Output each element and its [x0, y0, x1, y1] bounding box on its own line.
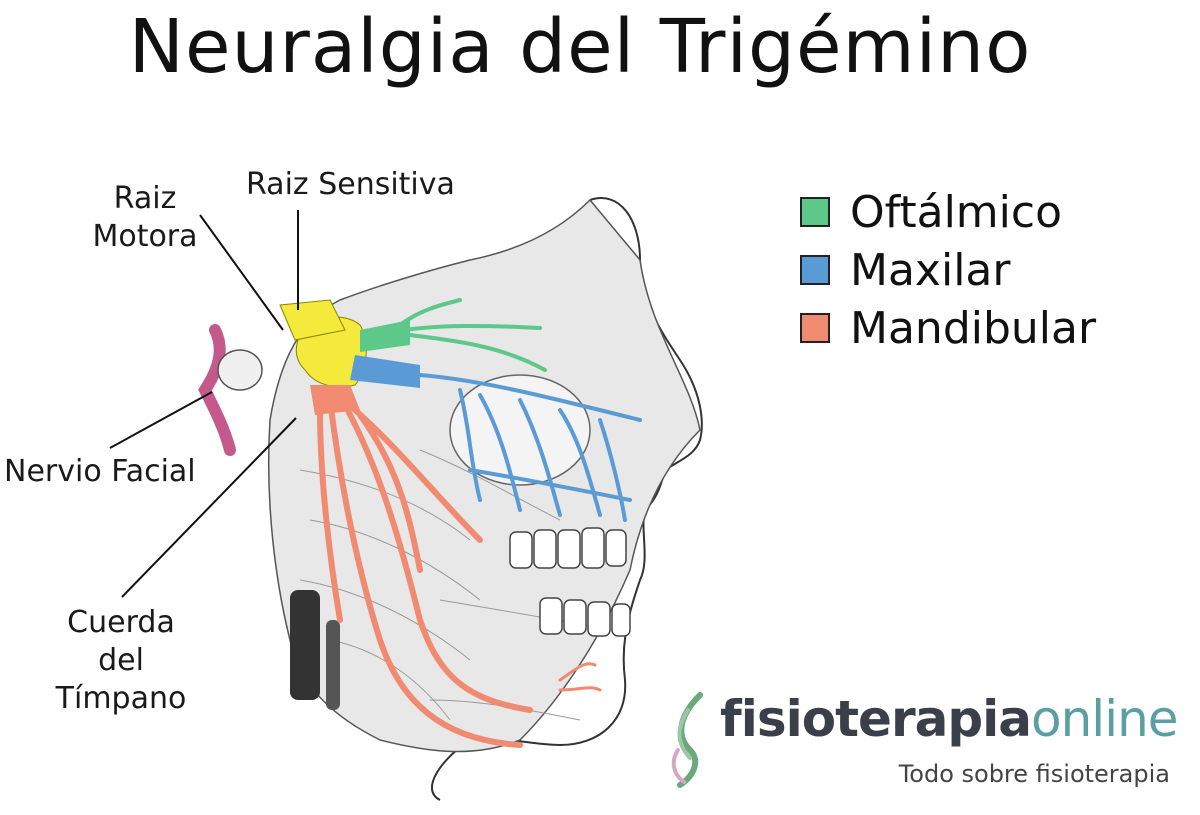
pointer-cuerda: [121, 417, 297, 598]
lower-teeth: [539, 597, 631, 637]
label-raiz-sensitiva: Raiz Sensitiva: [246, 167, 455, 202]
pointer-raiz-motora: [199, 214, 284, 331]
pointer-nervio-facial: [109, 391, 213, 449]
upper-teeth: [509, 527, 627, 569]
label-del: del: [98, 643, 144, 678]
legend-label: Mandibular: [850, 302, 1097, 354]
legend-item-maxilar: Maxilar: [800, 241, 1096, 299]
legend-swatch: [800, 255, 830, 285]
page-title: Neuralgia del Trigémino: [128, 4, 1032, 90]
label-cuerda-del-timpano: Cuerda del Tímpano: [46, 604, 196, 718]
brand-tagline: Todo sobre fisioterapia: [898, 760, 1170, 788]
label-raiz: Raiz: [113, 181, 177, 216]
label-nervio-facial: Nervio Facial: [4, 454, 196, 489]
brand-name: fisioterapiaonline: [720, 690, 1179, 748]
label-motora: Motora: [92, 219, 198, 254]
brand-name-part1: fisioterapia: [720, 690, 1032, 748]
label-timpano: Tímpano: [55, 681, 187, 716]
sensory-root: [279, 299, 346, 341]
brand-name-part2: online: [1031, 690, 1179, 748]
ophthalmic-segment: [360, 320, 410, 352]
legend: Oftálmico Maxilar Mandibular: [800, 183, 1096, 357]
facial-nerve: [198, 324, 236, 456]
label-cuerda: Cuerda: [67, 605, 175, 640]
brand-swirl-icon: [671, 692, 703, 788]
brand-logo: fisioterapiaonline Todo sobre fisioterap…: [660, 690, 1180, 800]
legend-item-oftalmico: Oftálmico: [800, 183, 1096, 241]
legend-swatch: [800, 197, 830, 227]
maxillary-segment: [350, 355, 420, 388]
legend-label: Maxilar: [850, 244, 1011, 296]
legend-item-mandibular: Mandibular: [800, 299, 1096, 357]
legend-swatch: [800, 313, 830, 343]
jugular-vessel: [290, 590, 320, 700]
legend-label: Oftálmico: [850, 186, 1062, 238]
label-raiz-motora: Raiz Motora: [80, 180, 210, 256]
